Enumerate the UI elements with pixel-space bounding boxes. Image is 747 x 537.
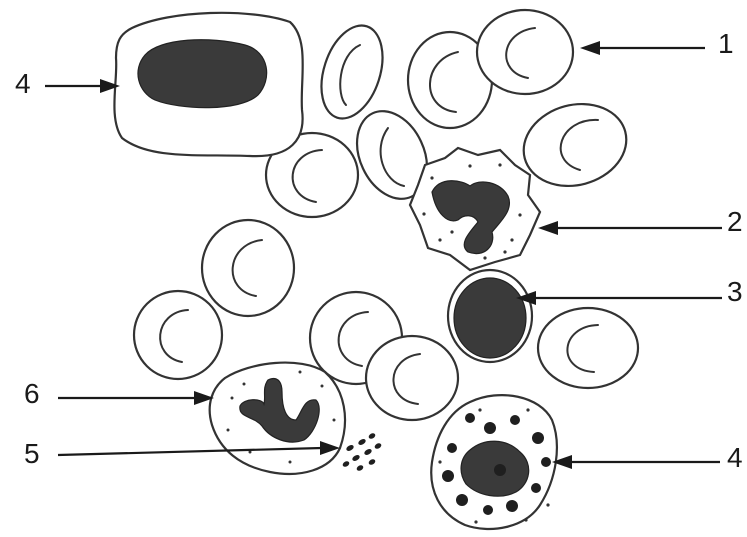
band-cell bbox=[210, 363, 345, 474]
platelets bbox=[342, 432, 383, 472]
monocyte-cell bbox=[114, 13, 302, 156]
lymphocyte-cell bbox=[448, 270, 532, 362]
red-blood-cell bbox=[202, 220, 294, 316]
label-platelets: 5 bbox=[24, 440, 40, 468]
red-blood-cell bbox=[366, 336, 458, 420]
basophil-cell bbox=[431, 395, 557, 529]
arrow-lymphocyte bbox=[516, 291, 722, 305]
round-nucleus bbox=[454, 278, 526, 358]
arrow-monocyte bbox=[45, 79, 120, 93]
arrow-basophil bbox=[552, 455, 720, 469]
label-lymphocyte: 3 bbox=[727, 278, 743, 306]
arrow-neutrophil bbox=[538, 221, 722, 235]
neutrophil-cell bbox=[410, 148, 540, 270]
red-blood-cell bbox=[134, 291, 222, 379]
arrow-rbc bbox=[580, 41, 705, 55]
red-blood-cell bbox=[477, 10, 573, 94]
label-rbc: 1 bbox=[718, 30, 734, 58]
red-blood-cell bbox=[514, 93, 635, 197]
red-blood-cell bbox=[538, 308, 638, 388]
label-monocyte: 4 bbox=[15, 70, 31, 98]
label-neutrophil: 2 bbox=[727, 208, 743, 236]
label-band-cell: 6 bbox=[24, 380, 40, 408]
label-basophil: 4 bbox=[727, 444, 743, 472]
kidney-nucleus bbox=[138, 40, 267, 108]
arrow-band-cell bbox=[58, 391, 214, 405]
